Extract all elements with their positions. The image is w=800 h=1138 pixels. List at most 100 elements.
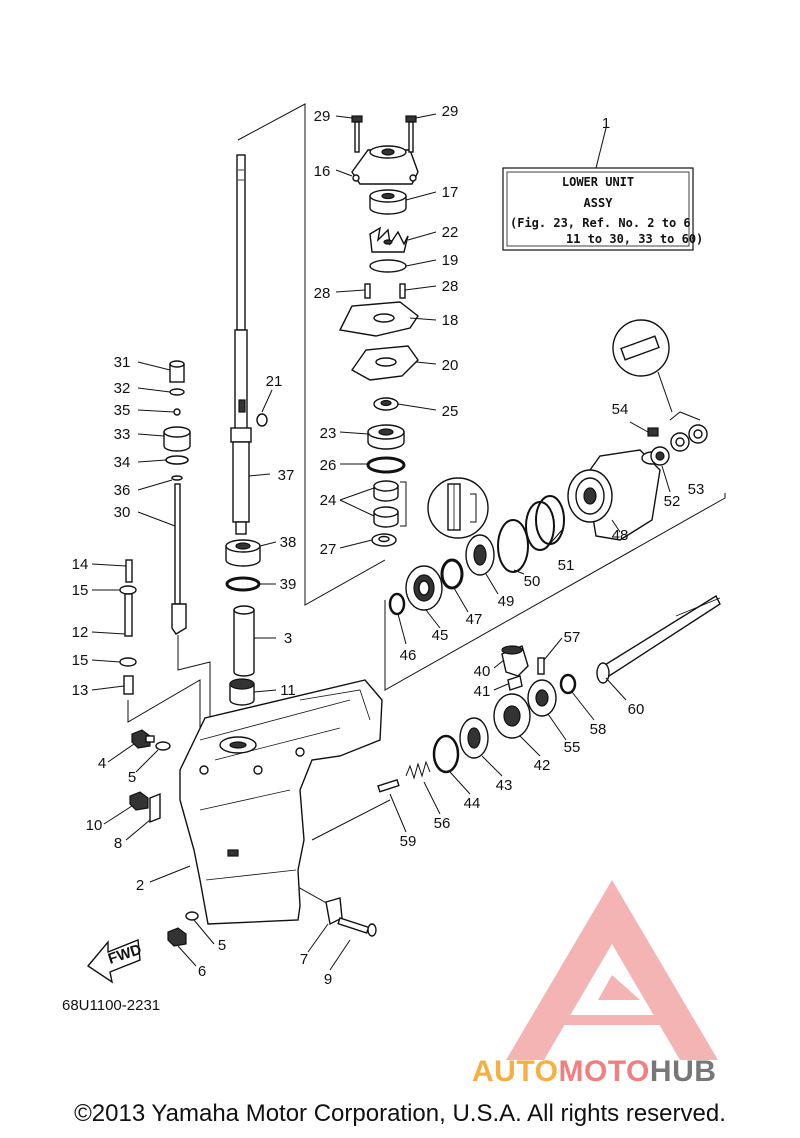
washer-46 xyxy=(388,592,406,616)
prop-shaft-housing xyxy=(567,449,663,541)
insert-cartridge-17 xyxy=(369,189,407,215)
callout-30: 30 xyxy=(114,504,131,521)
callout-54: 54 xyxy=(612,401,629,418)
callout-50: 50 xyxy=(524,573,541,590)
callout-6: 6 xyxy=(198,963,206,980)
fasteners-left xyxy=(129,729,377,947)
oil-seal-housing-23 xyxy=(367,424,405,450)
callout-20: 20 xyxy=(442,357,459,374)
callout-44: 44 xyxy=(464,795,481,812)
callout-28: 28 xyxy=(442,278,459,295)
outer-plate-18 xyxy=(338,301,419,337)
nut-41 xyxy=(507,675,523,691)
watermark-logo xyxy=(506,880,718,1060)
callout-16: 16 xyxy=(314,163,331,180)
callout-57: 57 xyxy=(564,629,581,646)
shim-47 xyxy=(440,558,464,590)
pin-57 xyxy=(537,657,545,675)
callout-38: 38 xyxy=(280,534,297,551)
callout-2: 2 xyxy=(136,877,144,894)
shift-rod-group xyxy=(163,360,191,635)
callout-41: 41 xyxy=(474,683,491,700)
assy-box-line3: (Fig. 23, Ref. No. 2 to 6 xyxy=(510,216,691,230)
callout-33: 33 xyxy=(114,426,131,443)
propeller-shaft-60 xyxy=(596,595,721,684)
callout-45: 45 xyxy=(432,627,449,644)
callout-29: 29 xyxy=(314,108,331,125)
dowel-pins-28 xyxy=(364,283,406,299)
callout-46: 46 xyxy=(400,647,417,664)
fwd-arrow: FWD xyxy=(86,939,144,984)
bushings-52-53 xyxy=(650,411,708,466)
seal-25 xyxy=(373,397,399,411)
callout-23: 23 xyxy=(320,425,337,442)
callout-48: 48 xyxy=(612,527,629,544)
o-rings-51 xyxy=(525,495,565,551)
callout-18: 18 xyxy=(442,312,459,329)
callout-1: 1 xyxy=(602,115,610,132)
forward-gear-42 xyxy=(493,693,531,739)
callout-14: 14 xyxy=(72,556,89,573)
callout-35: 35 xyxy=(114,402,131,419)
assy-box-line1: LOWER UNIT xyxy=(562,175,634,189)
callout-11: 11 xyxy=(280,682,296,699)
spring-clip-58 xyxy=(559,673,577,695)
shim-44 xyxy=(432,734,460,774)
callout-27: 27 xyxy=(320,541,337,558)
callout-4: 4 xyxy=(98,755,106,772)
bearing-38 xyxy=(225,539,261,567)
oil-seals-24 xyxy=(373,480,407,528)
assembly-box: LOWER UNIT ASSY (Fig. 23, Ref. No. 2 to … xyxy=(502,127,703,251)
exploded-view-diagram: LOWER UNIT ASSY (Fig. 23, Ref. No. 2 to … xyxy=(62,103,726,1060)
callout-58: 58 xyxy=(590,721,607,738)
callout-52: 52 xyxy=(664,493,681,510)
callout-53: 53 xyxy=(688,481,705,498)
callout-21: 21 xyxy=(266,373,283,390)
lower-case xyxy=(179,679,383,925)
copyright-notice: ©2013 Yamaha Motor Corporation, U.S.A. A… xyxy=(74,1100,726,1127)
callout-43: 43 xyxy=(496,777,513,794)
assy-box-line2: ASSY xyxy=(584,196,614,210)
callout-34: 34 xyxy=(114,454,131,471)
callout-28: 28 xyxy=(314,285,331,302)
callout-19: 19 xyxy=(442,252,459,269)
reverse-gear-45 xyxy=(405,565,443,611)
callout-22: 22 xyxy=(442,224,459,241)
callout-12: 12 xyxy=(72,624,89,641)
callout-59: 59 xyxy=(400,833,417,850)
callout-labels: 1 29 29 16 17 22 19 28 28 18 20 21 25 23… xyxy=(62,103,704,1014)
gasket-20 xyxy=(350,345,419,381)
callout-56: 56 xyxy=(434,815,451,832)
dog-clutch-55 xyxy=(527,679,557,717)
bearing-49 xyxy=(465,534,495,576)
callout-8: 8 xyxy=(114,835,122,852)
detail-circle-24 xyxy=(427,477,489,539)
o-ring-26 xyxy=(366,456,406,474)
callout-37: 37 xyxy=(278,467,295,484)
shift-rod-parts-left xyxy=(119,559,137,695)
callout-39: 39 xyxy=(280,576,297,593)
washer-27 xyxy=(371,533,397,547)
callout-17: 17 xyxy=(442,184,459,201)
callout-49: 49 xyxy=(498,593,515,610)
watermark-text: AUTOMOTOHUB xyxy=(472,1055,716,1089)
callout-40: 40 xyxy=(474,663,491,680)
callout-26: 26 xyxy=(320,457,337,474)
callout-7: 7 xyxy=(300,951,308,968)
pinion-40 xyxy=(501,645,529,677)
callout-24: 24 xyxy=(320,492,337,509)
callout-32: 32 xyxy=(114,380,131,397)
o-ring-50 xyxy=(497,519,529,573)
drive-shaft xyxy=(230,154,268,535)
plunger-59 xyxy=(377,778,400,793)
assy-box-line4: 11 to 30, 33 to 60) xyxy=(566,232,703,246)
detail-circle-52 xyxy=(612,319,673,413)
gasket-19 xyxy=(369,259,407,273)
part-code: 68U1100-2231 xyxy=(62,997,160,1014)
leader-lines xyxy=(91,113,671,971)
callout-60: 60 xyxy=(628,701,645,718)
sleeve-3 xyxy=(233,605,255,677)
callout-47: 47 xyxy=(466,611,483,628)
callout-42: 42 xyxy=(534,757,551,774)
